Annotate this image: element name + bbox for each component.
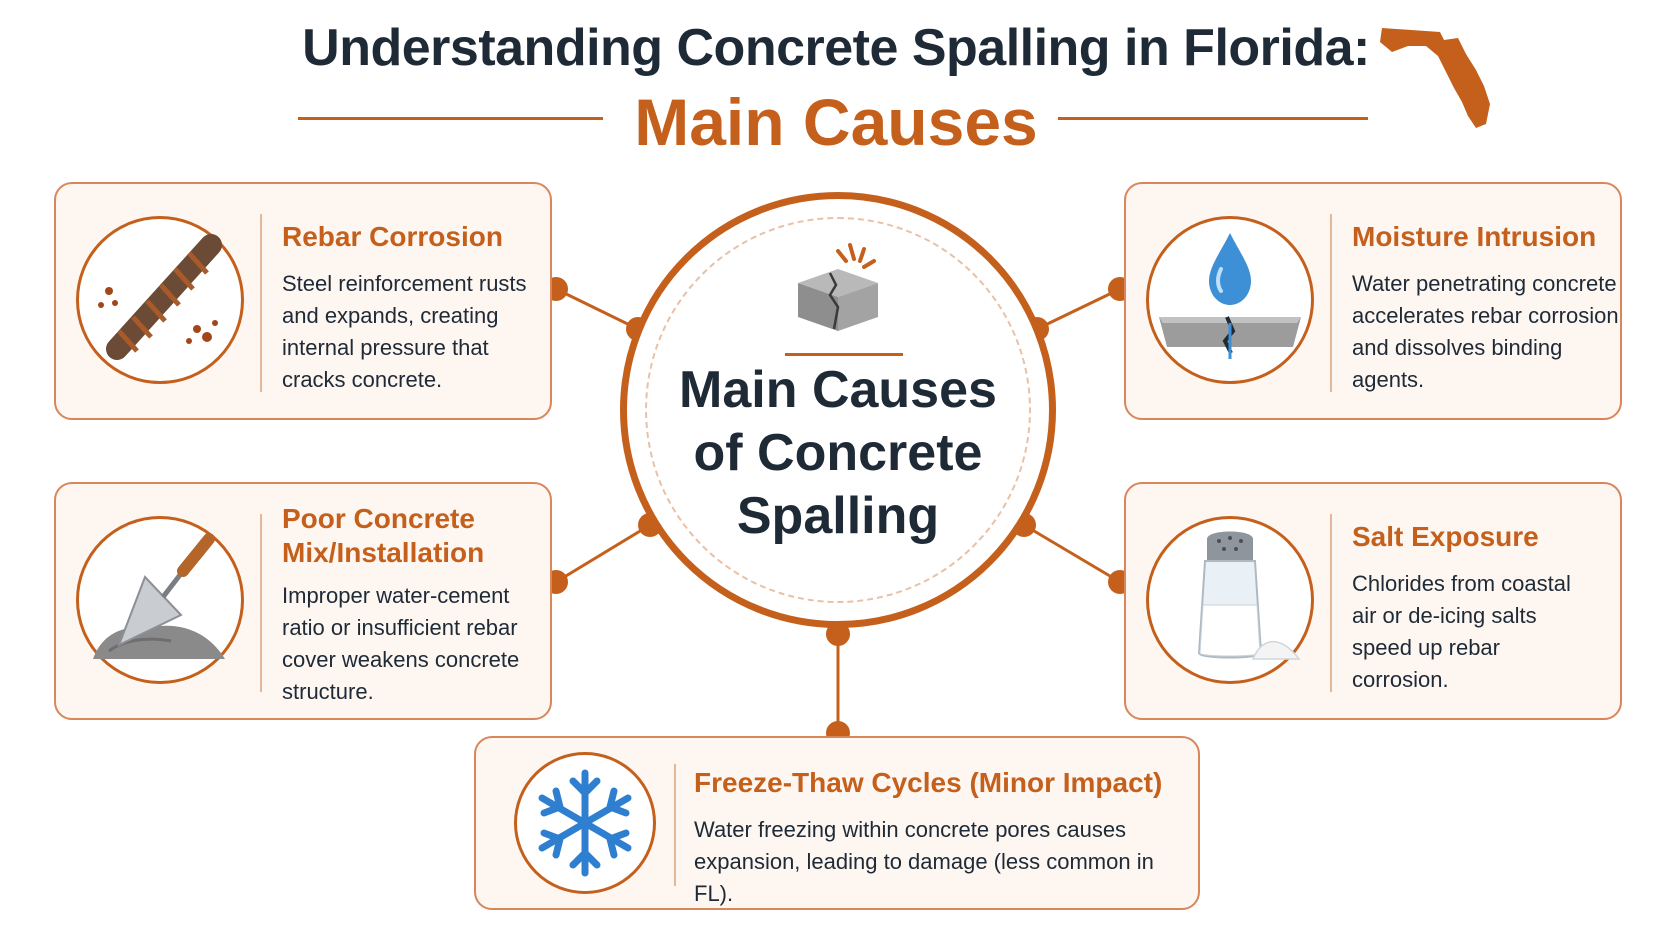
card-divider	[1330, 514, 1332, 692]
cause-description-line: cracks concrete.	[282, 367, 443, 392]
center-title: Main Causes of Concrete Spalling	[627, 359, 1049, 548]
center-title-line: of Concrete	[693, 424, 983, 482]
cause-description-line: cover weakens concrete	[282, 647, 520, 672]
card-divider	[260, 214, 262, 392]
cause-description: Water penetrating concrete accelerates r…	[1352, 268, 1619, 396]
cause-title-line: Salt Exposure	[1352, 521, 1539, 552]
cause-description-line: and dissolves binding	[1352, 335, 1563, 360]
cause-description-line: accelerates rebar corrosion	[1352, 303, 1619, 328]
card-divider	[674, 764, 676, 886]
center-title-line: Spalling	[736, 487, 940, 545]
cause-description-line: agents.	[1352, 367, 1425, 392]
cause-description: Water freezing within concrete pores cau…	[694, 814, 1198, 910]
cause-description: Improper water-cement ratio or insuffici…	[282, 580, 519, 708]
cause-description-line: structure.	[282, 679, 374, 704]
cause-card-moisture-intrusion: Moisture Intrusion Water penetrating con…	[1124, 182, 1622, 420]
cause-title: Moisture Intrusion	[1352, 220, 1596, 254]
cause-description-line: expansion, leading to damage (less commo…	[694, 849, 1154, 906]
cause-description: Chlorides from coastal air or de-icing s…	[1352, 568, 1571, 696]
salt-shaker-icon	[1197, 531, 1301, 660]
cause-description-line: Chlorides from coastal	[1352, 571, 1571, 596]
cause-description-line: speed up rebar	[1352, 635, 1500, 660]
cause-description-line: ratio or insufficient rebar	[282, 615, 518, 640]
page-title: Understanding Concrete Spalling in Flori…	[302, 19, 1370, 77]
cracked-concrete-block-icon	[798, 243, 878, 331]
page-subtitle: Main Causes	[634, 85, 1038, 159]
card-divider	[1330, 214, 1332, 392]
snowflake-icon	[538, 769, 632, 877]
cause-title: Freeze-Thaw Cycles (Minor Impact)	[694, 766, 1162, 800]
cause-badge	[76, 516, 244, 684]
cause-description-line: Improper water-cement	[282, 583, 510, 608]
cause-title-line: Poor Concrete	[282, 503, 475, 534]
center-hub: Main Causes of Concrete Spalling	[620, 192, 1056, 628]
cause-title-line: Freeze-Thaw Cycles (Minor Impact)	[694, 767, 1163, 798]
title-rule-right	[1058, 117, 1368, 120]
cause-description-line: Steel reinforcement rusts	[282, 271, 527, 296]
cause-description-line: Water freezing within concrete pores cau…	[694, 817, 1127, 842]
trowel-icon	[93, 533, 225, 659]
cause-description: Steel reinforcement rusts and expands, c…	[282, 268, 527, 396]
cause-card-rebar-corrosion: Rebar Corrosion Steel reinforcement rust…	[54, 182, 552, 420]
center-rule	[785, 353, 903, 356]
cause-description-line: and expands, creating	[282, 303, 499, 328]
cause-title: Poor Concrete Mix/Installation	[282, 502, 484, 570]
water-drop-icon	[1159, 233, 1301, 359]
rusty-rebar-icon	[98, 234, 222, 360]
cause-badge	[1146, 516, 1314, 684]
cause-badge	[76, 216, 244, 384]
cause-card-freeze-thaw: Freeze-Thaw Cycles (Minor Impact) Water …	[474, 736, 1200, 910]
florida-map-icon	[1380, 28, 1490, 128]
cause-title: Salt Exposure	[1352, 520, 1539, 554]
cause-title: Rebar Corrosion	[282, 220, 503, 254]
cause-description-line: air or de-icing salts	[1352, 603, 1537, 628]
center-title-line: Main Causes	[679, 361, 997, 419]
cause-description-line: internal pressure that	[282, 335, 489, 360]
cause-badge	[514, 752, 656, 894]
cause-description-line: corrosion.	[1352, 667, 1449, 692]
cause-card-salt-exposure: Salt Exposure Chlorides from coastal air…	[1124, 482, 1622, 720]
cause-card-poor-concrete-mix: Poor Concrete Mix/Installation Improper …	[54, 482, 552, 720]
cause-title-line: Rebar Corrosion	[282, 221, 503, 252]
title-rule-left	[298, 117, 603, 120]
card-divider	[260, 514, 262, 692]
cause-description-line: Water penetrating concrete	[1352, 271, 1617, 296]
cause-badge	[1146, 216, 1314, 384]
cause-title-line: Moisture Intrusion	[1352, 221, 1597, 252]
cause-title-line: Mix/Installation	[282, 537, 485, 568]
center-hub-inner-ring	[645, 217, 1031, 603]
